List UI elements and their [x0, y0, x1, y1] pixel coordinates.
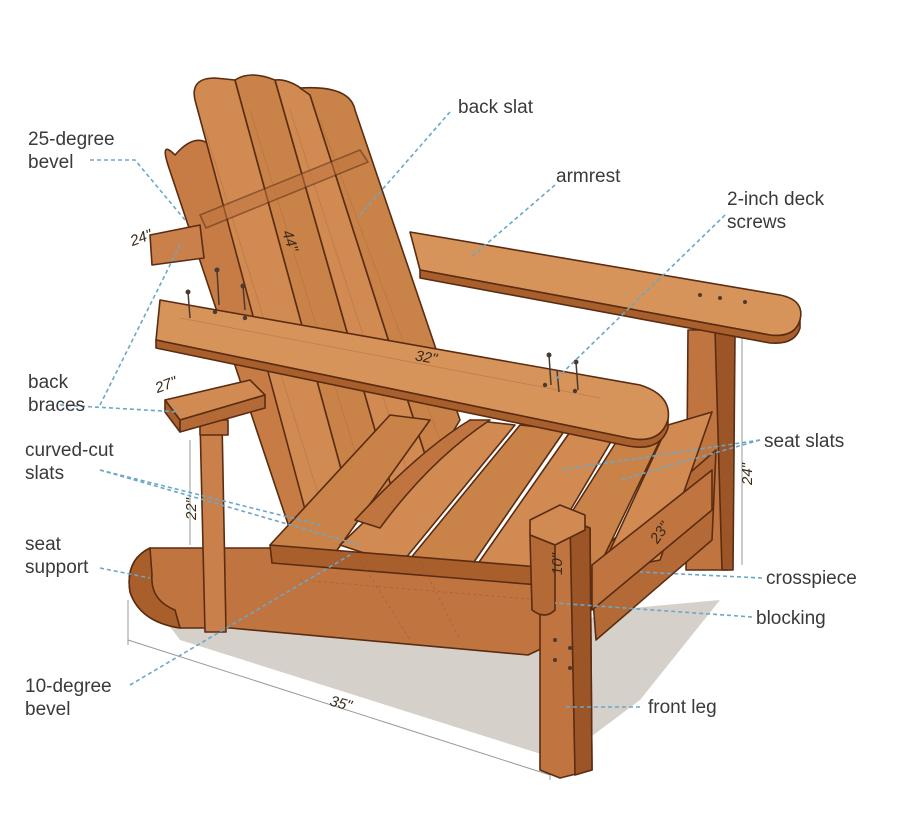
label-curved-cut-slats-line2: slats: [25, 463, 64, 484]
label-seat-support-line1: seat: [25, 534, 62, 555]
left-armrest: [155, 299, 670, 448]
deck-screws: [185, 267, 579, 393]
label-back-braces-line2: braces: [28, 395, 85, 416]
label-25-degree-bevel-line1: 25-degree: [28, 129, 115, 150]
leader-lines: [59, 111, 763, 708]
dim-overall-length: 35": [328, 693, 354, 715]
label-front-leg: front leg: [648, 697, 717, 718]
upper-back-brace: [199, 149, 369, 229]
rear-leg: [199, 419, 227, 633]
label-deck-screws-line2: screws: [727, 212, 786, 233]
dim-blocking-height: 10": [549, 552, 566, 575]
label-blocking: blocking: [756, 608, 826, 629]
back-brace: [149, 224, 205, 266]
label-back-braces-line1: back: [28, 372, 69, 393]
seat-slats: [269, 411, 713, 591]
label-back-slat: back slat: [458, 97, 534, 118]
dim-back-height: 44": [278, 228, 301, 255]
dim-overall-height: 24": [739, 462, 756, 486]
hidden-frame-lines: [299, 559, 541, 641]
label-deck-screws-line1: 2-inch deck: [727, 189, 825, 210]
curved-cut-slats: [354, 419, 491, 529]
blocking: [529, 504, 586, 616]
label-10-degree-bevel-line2: bevel: [25, 699, 70, 720]
dim-arm-length: 32": [414, 347, 439, 368]
label-10-degree-bevel-line1: 10-degree: [25, 676, 112, 697]
label-crosspiece: crosspiece: [766, 568, 857, 589]
dim-arm-front: 27": [152, 373, 180, 397]
left-arm-front-block: [164, 379, 266, 433]
crosspiece: [591, 469, 713, 611]
label-seat-slats: seat slats: [764, 431, 844, 452]
label-curved-cut-slats-line1: curved-cut: [25, 440, 114, 461]
label-seat-support-line2: support: [25, 557, 89, 578]
right-armrest: [409, 231, 802, 345]
dim-seat-height: 22": [183, 497, 200, 521]
dimension-labels: 44" 24" 32" 27" 22" 24" 23" 10" 35": [127, 226, 756, 715]
label-25-degree-bevel-line2: bevel: [28, 152, 73, 173]
label-armrest: armrest: [556, 166, 621, 187]
callout-labels: back slat armrest 2-inch deck screws 25-…: [25, 97, 857, 720]
